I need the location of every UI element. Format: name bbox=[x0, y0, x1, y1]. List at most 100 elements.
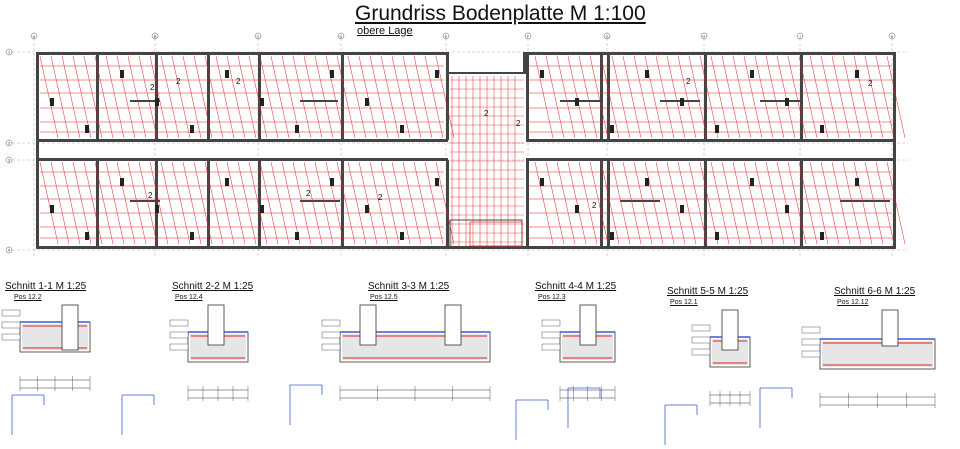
drawing-subtitle: obere Lage bbox=[357, 25, 413, 37]
grid-row-bubble bbox=[5, 139, 13, 147]
rebar-tag bbox=[715, 232, 719, 240]
partition-stub bbox=[130, 200, 160, 202]
rebar-diagonal bbox=[105, 161, 125, 245]
rebar-tag bbox=[820, 232, 824, 240]
section-1-pos: Pos 12.2 bbox=[14, 294, 42, 301]
rebar-tag bbox=[645, 178, 649, 186]
partition-wall bbox=[600, 54, 603, 140]
grid-axis-bubble bbox=[30, 32, 38, 40]
rebar-diagonal bbox=[292, 55, 312, 139]
grid-row-label: 3 bbox=[8, 158, 11, 163]
partition-wall bbox=[607, 160, 610, 247]
rebar-tag bbox=[855, 178, 859, 186]
rebar-diagonal bbox=[864, 161, 884, 245]
rebar-diagonal bbox=[831, 55, 851, 139]
partition-wall bbox=[96, 160, 99, 247]
partition-wall bbox=[526, 54, 529, 140]
rebar-diagonal bbox=[237, 161, 257, 245]
rebar-diagonal bbox=[677, 55, 697, 139]
rebar-diagonal bbox=[699, 55, 719, 139]
rebar-diagonal bbox=[369, 161, 389, 245]
corridor-wall-lower-left bbox=[36, 158, 448, 161]
rebar-diagonal bbox=[732, 161, 752, 245]
rebar-diagonal bbox=[435, 161, 455, 245]
rebar-tag bbox=[435, 70, 439, 78]
rebar-diagonal bbox=[545, 55, 565, 139]
rebar-diagonal bbox=[402, 55, 422, 139]
rebar-diagonal bbox=[336, 161, 356, 245]
partition-wall bbox=[341, 160, 344, 247]
rebar-diagonal bbox=[424, 55, 444, 139]
rebar-diagonal bbox=[391, 55, 411, 139]
rebar-diagonal bbox=[611, 161, 631, 245]
rebar-diagonal bbox=[138, 55, 158, 139]
partition-wall bbox=[155, 160, 158, 247]
rebar-diagonal bbox=[633, 55, 653, 139]
partition-wall bbox=[341, 54, 344, 140]
rebar-tag bbox=[400, 232, 404, 240]
section-1-title: Schnitt 1-1 M 1:25 bbox=[5, 281, 87, 292]
rebar-diagonal bbox=[633, 161, 653, 245]
rebar-diagonal bbox=[567, 161, 587, 245]
bar-count-label: 2 bbox=[484, 109, 489, 118]
rebar-diagonal bbox=[182, 161, 202, 245]
rebar-diagonal bbox=[776, 161, 796, 245]
rebar-diagonal bbox=[358, 55, 378, 139]
rebar-tag bbox=[435, 178, 439, 186]
rebar-diagonal bbox=[314, 55, 334, 139]
grid-axis-bubble bbox=[151, 32, 159, 40]
rebar-diagonal bbox=[193, 161, 213, 245]
rebar-diagonal bbox=[853, 55, 873, 139]
rebar-diagonal bbox=[149, 161, 169, 245]
rebar-diagonal bbox=[820, 55, 840, 139]
section-6-callout bbox=[801, 326, 821, 334]
bar-count-label: 2 bbox=[306, 189, 311, 198]
rebar-diagonal bbox=[842, 55, 862, 139]
rebar-tag bbox=[540, 178, 544, 186]
section-2-title: Schnitt 2-2 M 1:25 bbox=[172, 281, 254, 292]
rebar-diagonal bbox=[545, 161, 565, 245]
partition-wall bbox=[155, 54, 158, 140]
rebar-diagonal bbox=[853, 161, 873, 245]
rebar-tag bbox=[680, 205, 684, 213]
rebar-diagonal bbox=[688, 55, 708, 139]
rebar-tag bbox=[540, 70, 544, 78]
section-6-callout bbox=[801, 350, 821, 358]
outer-wall-top-right bbox=[526, 52, 896, 55]
rebar-tag bbox=[330, 70, 334, 78]
section-1-wall bbox=[61, 304, 79, 351]
rebar-diagonal bbox=[644, 55, 664, 139]
rebar-tag bbox=[750, 70, 754, 78]
rebar-tag bbox=[120, 178, 124, 186]
partition-stub bbox=[130, 100, 160, 102]
partition-wall bbox=[96, 54, 99, 140]
stair-wall-right bbox=[523, 52, 526, 74]
drawing-title: Grundriss Bodenplatte M 1:100 bbox=[355, 2, 646, 25]
rebar-diagonal bbox=[589, 161, 609, 245]
partition-wall bbox=[704, 54, 707, 140]
rebar-tag bbox=[750, 178, 754, 186]
partition-wall bbox=[207, 54, 210, 140]
partition-wall bbox=[258, 54, 261, 140]
grid-axis-label: H bbox=[703, 34, 706, 39]
rebar-diagonal bbox=[765, 161, 785, 245]
partition-stub bbox=[840, 200, 890, 202]
rebar-diagonal bbox=[413, 161, 433, 245]
grid-axis-label: B bbox=[154, 34, 157, 39]
grid-axis-label: C bbox=[257, 34, 260, 39]
rebar-tag bbox=[50, 98, 54, 106]
rebar-tag bbox=[365, 205, 369, 213]
rebar-tag bbox=[260, 205, 264, 213]
rebar-diagonal bbox=[259, 161, 279, 245]
rebar-diagonal bbox=[380, 55, 400, 139]
bar-count-label: 2 bbox=[686, 77, 691, 86]
rebar-diagonal bbox=[303, 161, 323, 245]
rebar-diagonal bbox=[72, 55, 92, 139]
rebar-tag bbox=[155, 205, 159, 213]
rebar-diagonal bbox=[325, 55, 345, 139]
rebar-tag bbox=[365, 98, 369, 106]
section-1-callout bbox=[1, 309, 21, 317]
rebar-tag bbox=[575, 205, 579, 213]
outer-wall-right bbox=[893, 52, 896, 249]
